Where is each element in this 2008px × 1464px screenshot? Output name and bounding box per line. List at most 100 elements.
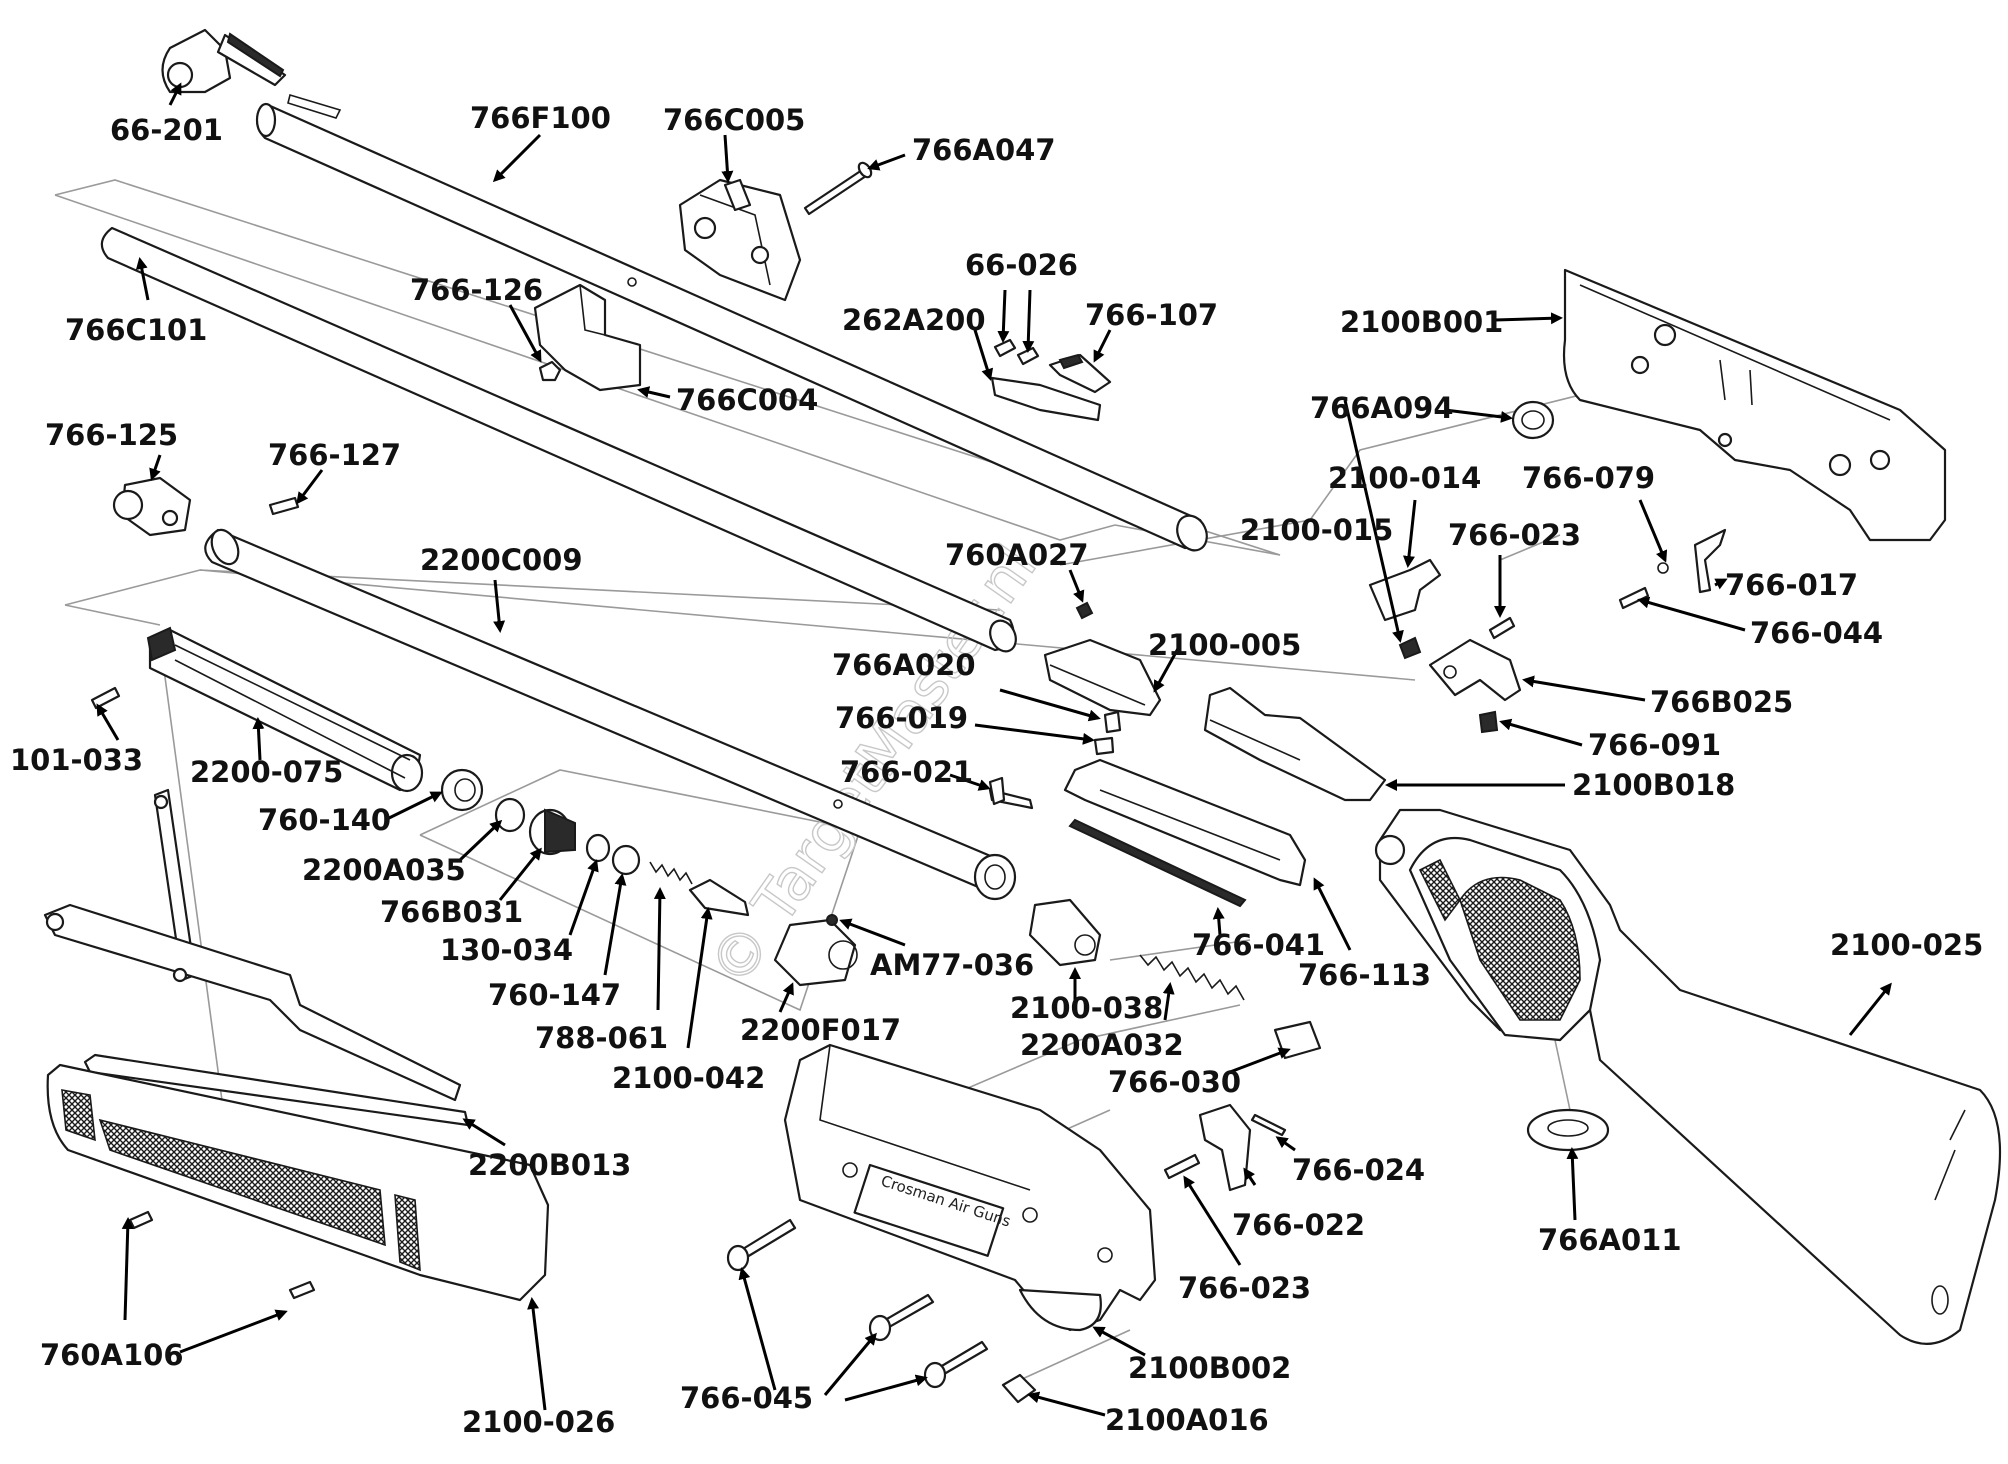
label-766-107: 766-107 [1085, 298, 1218, 332]
label-766B025: 766B025 [1650, 685, 1793, 719]
label-2200B013: 2200B013 [468, 1148, 631, 1182]
label-788-061: 788-061 [535, 1021, 668, 1055]
compression-tube-part [204, 528, 1017, 901]
trigger-block-part [1368, 558, 1442, 622]
pump-tube-part [146, 626, 424, 793]
seal-part [611, 844, 641, 876]
label-2200C009: 2200C009 [420, 543, 583, 577]
hammer-part [1028, 898, 1102, 967]
label-2100-026: 2100-026 [462, 1405, 615, 1439]
trigger-guard-screw-part [1001, 1373, 1037, 1404]
washer-part [585, 833, 611, 863]
label-766A094: 766A094 [1310, 391, 1454, 425]
label-766-023-upper: 766-023 [1448, 518, 1581, 552]
top-screw-part [1075, 601, 1094, 620]
detent-part [1093, 710, 1122, 756]
forearm-part [46, 1063, 550, 1302]
safety-parts [1618, 528, 1727, 610]
label-766-019: 766-019 [835, 701, 968, 735]
rear-sight-part [161, 28, 287, 94]
o-ring-part [494, 797, 526, 833]
piston-part [528, 808, 576, 856]
nut-part [538, 360, 562, 382]
label-2100-014: 2100-014 [1328, 461, 1481, 495]
label-130-034: 130-034 [440, 933, 573, 967]
label-2200-075: 2200-075 [190, 755, 343, 789]
label-766-030: 766-030 [1108, 1065, 1241, 1099]
long-screw-part [803, 161, 873, 216]
grip-cap-part [1526, 1108, 1610, 1152]
label-766-045: 766-045 [680, 1381, 813, 1415]
spring-rod-part [1068, 818, 1247, 908]
label-766-023-lower: 766-023 [1178, 1271, 1311, 1305]
scope-base-plate-part [990, 376, 1102, 422]
label-760-147: 760-147 [488, 978, 621, 1012]
label-766-079: 766-079 [1522, 461, 1655, 495]
label-766-022: 766-022 [1232, 1208, 1365, 1242]
label-2100A016: 2100A016 [1105, 1403, 1269, 1437]
label-766-017: 766-017 [1725, 568, 1858, 602]
label-760-140: 760-140 [258, 803, 391, 837]
leader-arrows [96, 82, 1892, 1417]
label-2100B018: 2100B018 [1572, 768, 1735, 802]
breech-block-part [678, 178, 802, 302]
stock-frame-part [1562, 268, 1947, 542]
label-766-126: 766-126 [410, 273, 543, 307]
label-766-127: 766-127 [268, 438, 401, 472]
label-766-091: 766-091 [1588, 728, 1721, 762]
label-AM77-036: AM77-036 [870, 948, 1034, 982]
barrel-band-part [533, 283, 642, 392]
part-labels: 66-201 766F100 766C005 766A047 766C101 7… [10, 101, 1983, 1439]
label-2100-042: 2100-042 [612, 1061, 765, 1095]
housing-screws-part [726, 1218, 989, 1389]
label-766-113: 766-113 [1298, 958, 1431, 992]
spring-part [649, 861, 693, 885]
label-262A200: 262A200 [842, 303, 986, 337]
label-766C005: 766C005 [663, 103, 805, 137]
label-766C004: 766C004 [676, 383, 818, 417]
label-2100-005: 2100-005 [1148, 628, 1301, 662]
trigger-housing-part: Crosman Air Guns [783, 1043, 1157, 1332]
sear-spring-part [1478, 710, 1499, 734]
valve-body-part [773, 918, 858, 987]
breech-part [1043, 638, 1162, 717]
label-766-125: 766-125 [45, 418, 178, 452]
label-2100B001: 2100B001 [1340, 305, 1503, 339]
label-766F100: 766F100 [470, 101, 611, 135]
bolt-pin-part [988, 776, 1034, 810]
receiver-tube-part [255, 93, 1208, 552]
label-2200A032: 2200A032 [1020, 1028, 1184, 1062]
trigger-pin-part [1488, 616, 1516, 640]
label-766-044: 766-044 [1750, 616, 1883, 650]
label-2100-015: 2100-015 [1240, 513, 1393, 547]
label-2100-038: 2100-038 [1010, 991, 1163, 1025]
ratchet-part [1048, 353, 1112, 394]
label-766-021: 766-021 [840, 755, 973, 789]
valve-stem-part [688, 878, 750, 917]
label-66-201: 66-201 [110, 113, 223, 147]
label-766-024: 766-024 [1292, 1153, 1425, 1187]
trigger-parts [1163, 1103, 1287, 1192]
small-pin-part [90, 686, 121, 710]
sear-part [1428, 638, 1522, 702]
label-2200F017: 2200F017 [740, 1013, 901, 1047]
label-101-033: 101-033 [10, 743, 143, 777]
label-2200A035: 2200A035 [302, 853, 466, 887]
set-screw-part [826, 914, 838, 926]
label-760A027: 760A027 [945, 538, 1089, 572]
end-cap-part [112, 476, 192, 537]
pump-lever-part [43, 788, 462, 1102]
label-766A020: 766A020 [832, 648, 976, 682]
receiver-housing-part [1063, 758, 1307, 887]
label-766-041: 766-041 [1192, 928, 1325, 962]
barrel-part [100, 226, 1017, 653]
bushing-part [440, 768, 484, 812]
label-766A011: 766A011 [1538, 1223, 1682, 1257]
label-760A106: 760A106 [40, 1338, 184, 1372]
pin-part [268, 496, 300, 516]
label-766C101: 766C101 [65, 313, 207, 347]
trigger-spring-part [1398, 636, 1422, 660]
small-screws-part [993, 338, 1040, 366]
buttstock-part [1374, 808, 2002, 1345]
